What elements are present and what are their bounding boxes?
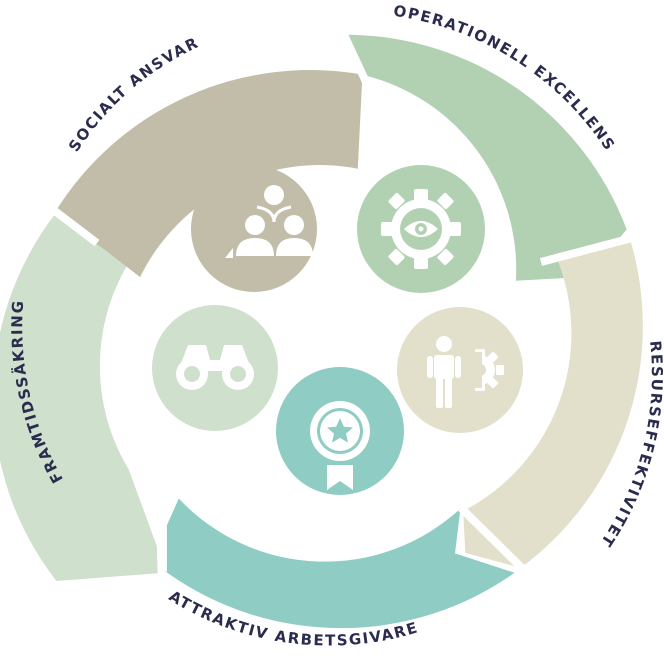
ring — [0, 24, 643, 629]
icon-circle-socialt-ansvar — [191, 166, 317, 292]
award-star-icon — [310, 401, 370, 490]
segment-resurseffektivitet — [463, 236, 643, 568]
person-gear-icon — [427, 336, 504, 408]
icon-circle-attraktiv-arbetsgivare — [276, 367, 404, 495]
icon-circle-resurseffektivitet — [397, 307, 523, 433]
binoculars-icon — [176, 345, 254, 390]
icon-circle-framtidssakring — [152, 305, 278, 431]
segment-attraktiv-arbetsgivare — [166, 498, 515, 629]
ring-separators — [40, 24, 634, 587]
segment-operationell-excellens — [346, 34, 627, 281]
gear-eye-icon — [381, 189, 461, 269]
people-hierarchy-icon — [225, 185, 313, 258]
segment-socialt-ansvar — [53, 70, 363, 278]
icon-circle-operationell-excellens — [357, 165, 485, 293]
segment-framtidssakring — [0, 213, 167, 581]
